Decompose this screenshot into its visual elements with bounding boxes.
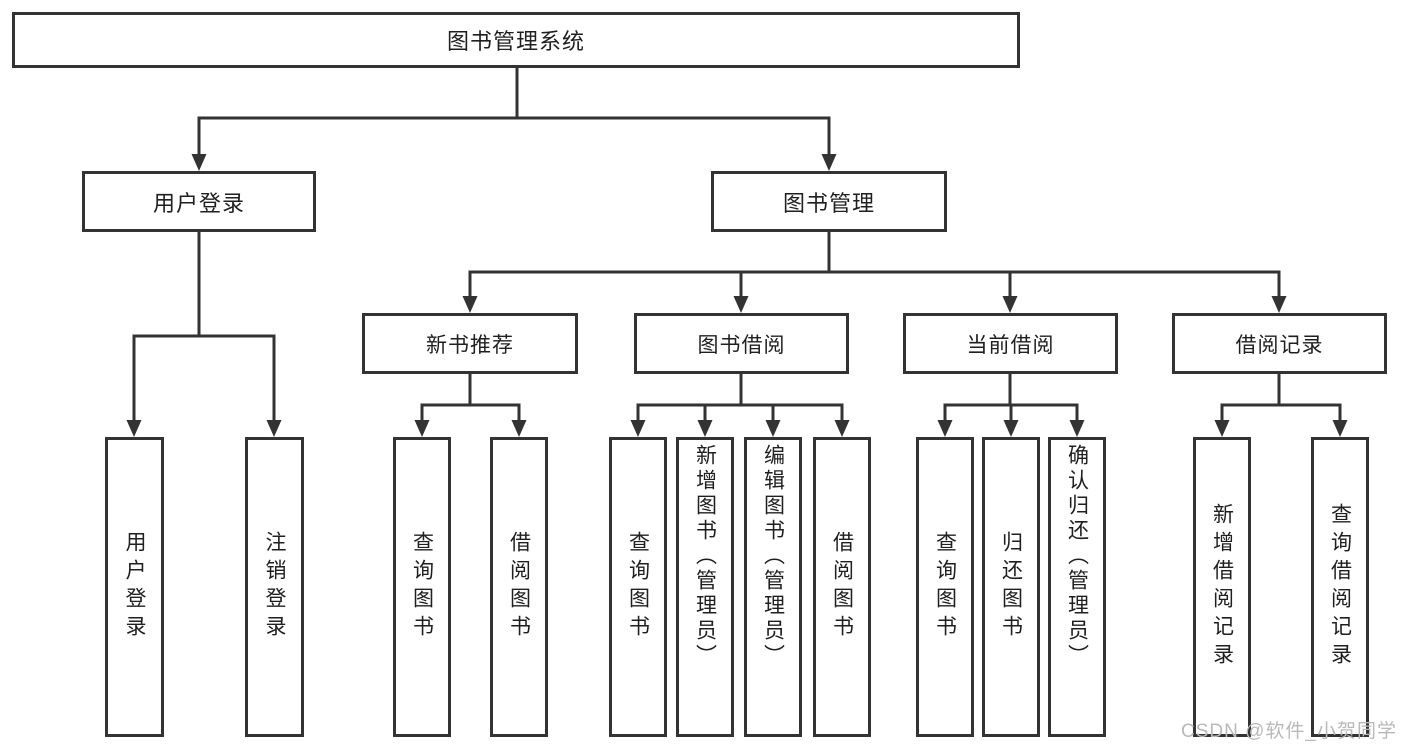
leaf-user-login: 用户登录 [105,437,164,737]
leaf-recommend-query-books: 查询图书 [393,437,451,737]
node-book-management: 图书管理 [711,171,947,232]
node-current-borrowing-label: 当前借阅 [966,333,1055,357]
node-book-borrowing: 图书借阅 [634,313,849,374]
node-root-system: 图书管理系统 [12,12,1020,68]
leaf-user-login-label: 用户登录 [123,531,146,643]
leaf-logout-label: 注销登录 [263,531,286,643]
leaf-current-query-books: 查询图书 [916,437,974,737]
leaf-add-books-admin: 新增图书（管理员） [676,437,734,737]
node-root-label: 图书管理系统 [446,29,585,54]
leaf-recommend-query-books-label: 查询图书 [410,531,434,643]
leaf-borrowing-query-books: 查询图书 [609,437,667,737]
leaf-confirm-return-admin-label: 确认归还（管理员） [1065,444,1089,669]
leaf-add-borrow-record-label: 新增借阅记录 [1210,503,1234,671]
csdn-watermark: CSDN @软件_小贺同学 [1181,721,1397,742]
leaf-query-borrow-record: 查询借阅记录 [1311,437,1369,737]
leaf-add-books-admin-label: 新增图书（管理员） [693,444,717,669]
node-new-book-recommend-label: 新书推荐 [426,333,514,357]
leaf-edit-books-admin-label: 编辑图书（管理员） [761,444,785,669]
leaf-recommend-borrow-books-label: 借阅图书 [507,531,531,643]
node-user-login: 用户登录 [82,171,316,232]
node-book-borrowing-label: 图书借阅 [697,333,786,357]
node-borrowing-records-label: 借阅记录 [1235,333,1324,357]
node-borrowing-records: 借阅记录 [1172,313,1387,374]
leaf-return-books-label: 归还图书 [999,531,1023,643]
leaf-logout: 注销登录 [245,437,304,737]
leaf-edit-books-admin: 编辑图书（管理员） [744,437,802,737]
leaf-add-borrow-record: 新增借阅记录 [1193,437,1251,737]
leaf-current-query-books-label: 查询图书 [933,531,957,643]
leaf-return-books: 归还图书 [982,437,1040,737]
node-new-book-recommend: 新书推荐 [362,313,578,374]
leaf-query-borrow-record-label: 查询借阅记录 [1328,503,1352,671]
leaf-borrowing-query-books-label: 查询图书 [626,531,650,643]
leaf-borrowing-borrow-books-label: 借阅图书 [830,531,854,643]
node-book-management-label: 图书管理 [782,190,875,216]
leaf-confirm-return-admin: 确认归还（管理员） [1048,437,1106,737]
leaf-recommend-borrow-books: 借阅图书 [490,437,548,737]
leaf-borrowing-borrow-books: 借阅图书 [813,437,871,737]
node-current-borrowing: 当前借阅 [903,313,1118,374]
node-user-login-label: 用户登录 [152,190,245,216]
